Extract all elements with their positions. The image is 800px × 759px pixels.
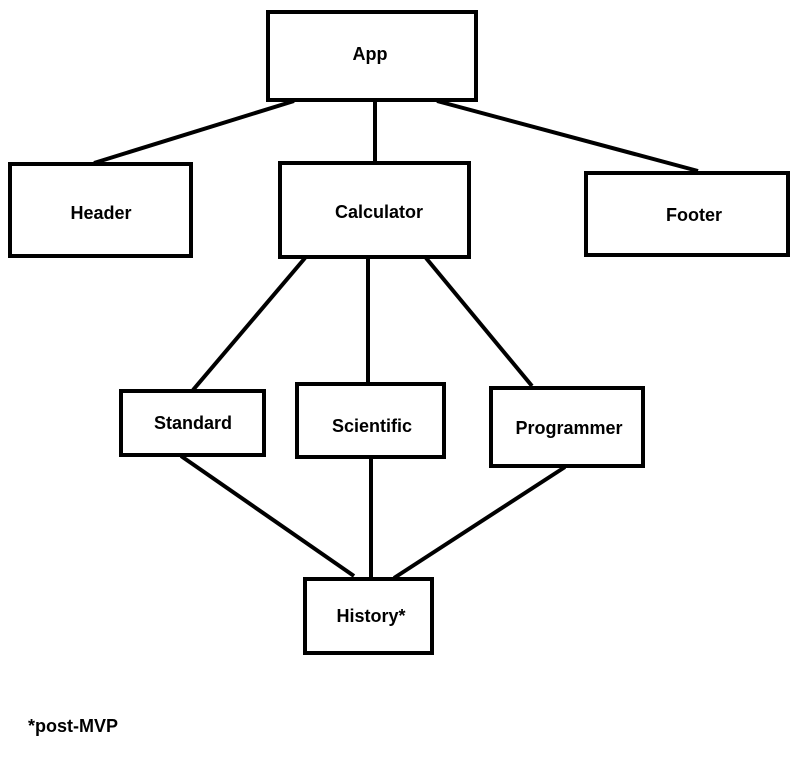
node-footer-label: Footer [666,205,722,225]
node-programmer: Programmer [489,386,645,468]
node-standard-label: Standard [154,413,232,433]
node-calculator-label: Calculator [335,202,423,222]
edge-calculator-standard [191,256,307,392]
node-history: History* [303,577,434,655]
node-history-label: History* [336,606,405,626]
footnote: *post-MVP [28,716,118,736]
edge-calculator-programmer [424,256,534,388]
node-scientific-label: Scientific [332,416,412,436]
node-header: Header [8,162,193,258]
node-scientific: Scientific [295,382,446,459]
edge-programmer-history [392,465,567,580]
connectors [93,99,699,580]
node-calculator: Calculator [278,161,471,259]
node-standard: Standard [119,389,266,457]
node-programmer-label: Programmer [515,418,622,438]
node-app-label: App [353,44,388,64]
edge-app-footer [436,99,699,173]
node-footer: Footer [584,171,790,257]
node-app: App [266,10,478,102]
node-header-label: Header [70,203,131,223]
edge-app-header [93,99,295,165]
edge-standard-history [179,454,356,578]
